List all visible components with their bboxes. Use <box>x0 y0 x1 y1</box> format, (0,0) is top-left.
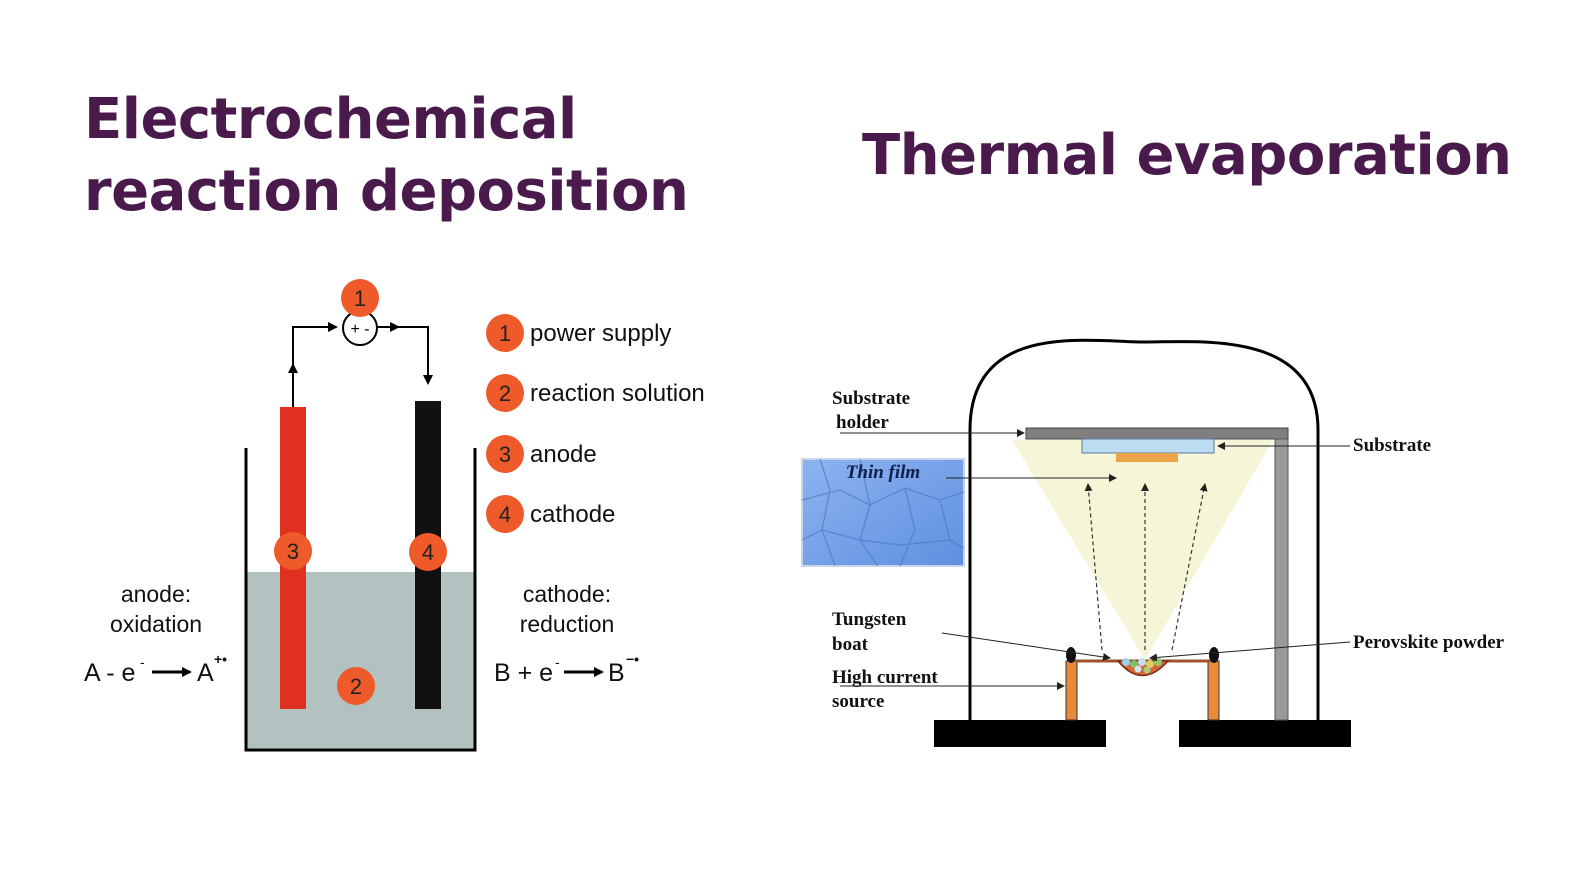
clamp-right <box>1209 647 1219 663</box>
svg-text:-: - <box>140 654 145 670</box>
base-right <box>1179 720 1351 747</box>
cathode-equation: B + e - B −• <box>494 651 639 687</box>
thin-film-label: Thin film <box>846 462 920 483</box>
label-substrate-holder-1: Substrate <box>832 388 910 409</box>
electrochemical-title: Electrochemical reaction deposition <box>84 84 689 228</box>
leader-perovskite <box>1149 641 1351 662</box>
svg-text:A: A <box>197 659 214 687</box>
substrate-holder-post <box>1274 438 1289 721</box>
current-electrode-right <box>1207 660 1220 721</box>
deposited-film <box>1116 453 1178 462</box>
svg-text:1: 1 <box>354 286 366 311</box>
svg-text:B: B <box>608 659 625 687</box>
svg-text:4: 4 <box>499 502 511 527</box>
base-left <box>934 720 1106 747</box>
clamp-left <box>1066 647 1076 663</box>
svg-text:2: 2 <box>499 381 511 406</box>
label-tungsten-boat-2: boat <box>832 634 869 655</box>
power-supply-sign: + - <box>350 321 369 338</box>
marker-cathode: 4 <box>409 533 447 571</box>
perovskite-powder <box>1122 658 1162 674</box>
svg-text:1: 1 <box>499 321 511 346</box>
label-perovskite-powder: Perovskite powder <box>1353 632 1505 653</box>
anode-caption-line2: oxidation <box>110 611 202 637</box>
legend-item: 1 power supply <box>486 314 671 352</box>
marker-power-supply: 1 <box>341 279 379 317</box>
svg-text:+•: +• <box>214 651 227 667</box>
svg-text:3: 3 <box>499 442 511 467</box>
vapor-cone <box>1012 440 1273 660</box>
cathode-caption-line2: reduction <box>520 611 615 637</box>
substrate <box>1081 438 1215 454</box>
svg-text:cathode: cathode <box>530 501 615 528</box>
anode-caption-line1: anode: <box>121 581 191 607</box>
marker-solution: 2 <box>337 667 375 705</box>
electrochemical-title-line1: Electrochemical <box>84 87 577 152</box>
svg-text:B + e: B + e <box>494 659 553 687</box>
wire-cathode <box>378 326 433 385</box>
wire-anode <box>292 322 338 407</box>
legend-item: 2 reaction solution <box>486 374 705 412</box>
electrochemical-legend: 1 power supply 2 reaction solution 3 ano… <box>486 314 705 533</box>
current-electrode-left <box>1065 660 1078 721</box>
svg-text:2: 2 <box>350 674 362 699</box>
label-substrate: Substrate <box>1353 435 1431 456</box>
label-tungsten-boat-1: Tungsten <box>832 609 907 630</box>
label-high-current-1: High current <box>832 667 938 688</box>
marker-anode: 3 <box>274 532 312 570</box>
vapor-arrow <box>1171 483 1208 651</box>
electrochemical-title-line2: reaction deposition <box>84 159 689 224</box>
legend-item: 4 cathode <box>486 495 615 533</box>
svg-text:−•: −• <box>626 651 639 667</box>
anode-equation: A - e - A +• <box>84 651 227 687</box>
thermal-diagram: Thin film Substrate holder Substrate Tun… <box>801 338 1505 747</box>
svg-text:A - e: A - e <box>84 659 135 687</box>
label-high-current-2: source <box>832 691 884 712</box>
thermal-title: Thermal evaporation <box>862 123 1512 188</box>
thin-film-image: Thin film <box>801 458 965 567</box>
label-substrate-holder-2: holder <box>836 412 889 433</box>
legend-item: 3 anode <box>486 435 597 473</box>
substrate-holder-arm <box>1025 427 1289 440</box>
beaker <box>244 448 477 752</box>
svg-text:anode: anode <box>530 441 597 468</box>
svg-text:4: 4 <box>422 540 434 565</box>
svg-text:3: 3 <box>287 539 299 564</box>
leader-tungsten-boat <box>941 632 1111 661</box>
electrochemical-diagram: + - 1 3 4 2 1 power supply 2 <box>84 279 705 752</box>
bell-jar <box>968 338 1320 720</box>
cathode-caption-line1: cathode: <box>523 581 611 607</box>
svg-text:power supply: power supply <box>530 320 671 347</box>
svg-text:-: - <box>555 654 560 670</box>
svg-text:reaction solution: reaction solution <box>530 380 705 407</box>
